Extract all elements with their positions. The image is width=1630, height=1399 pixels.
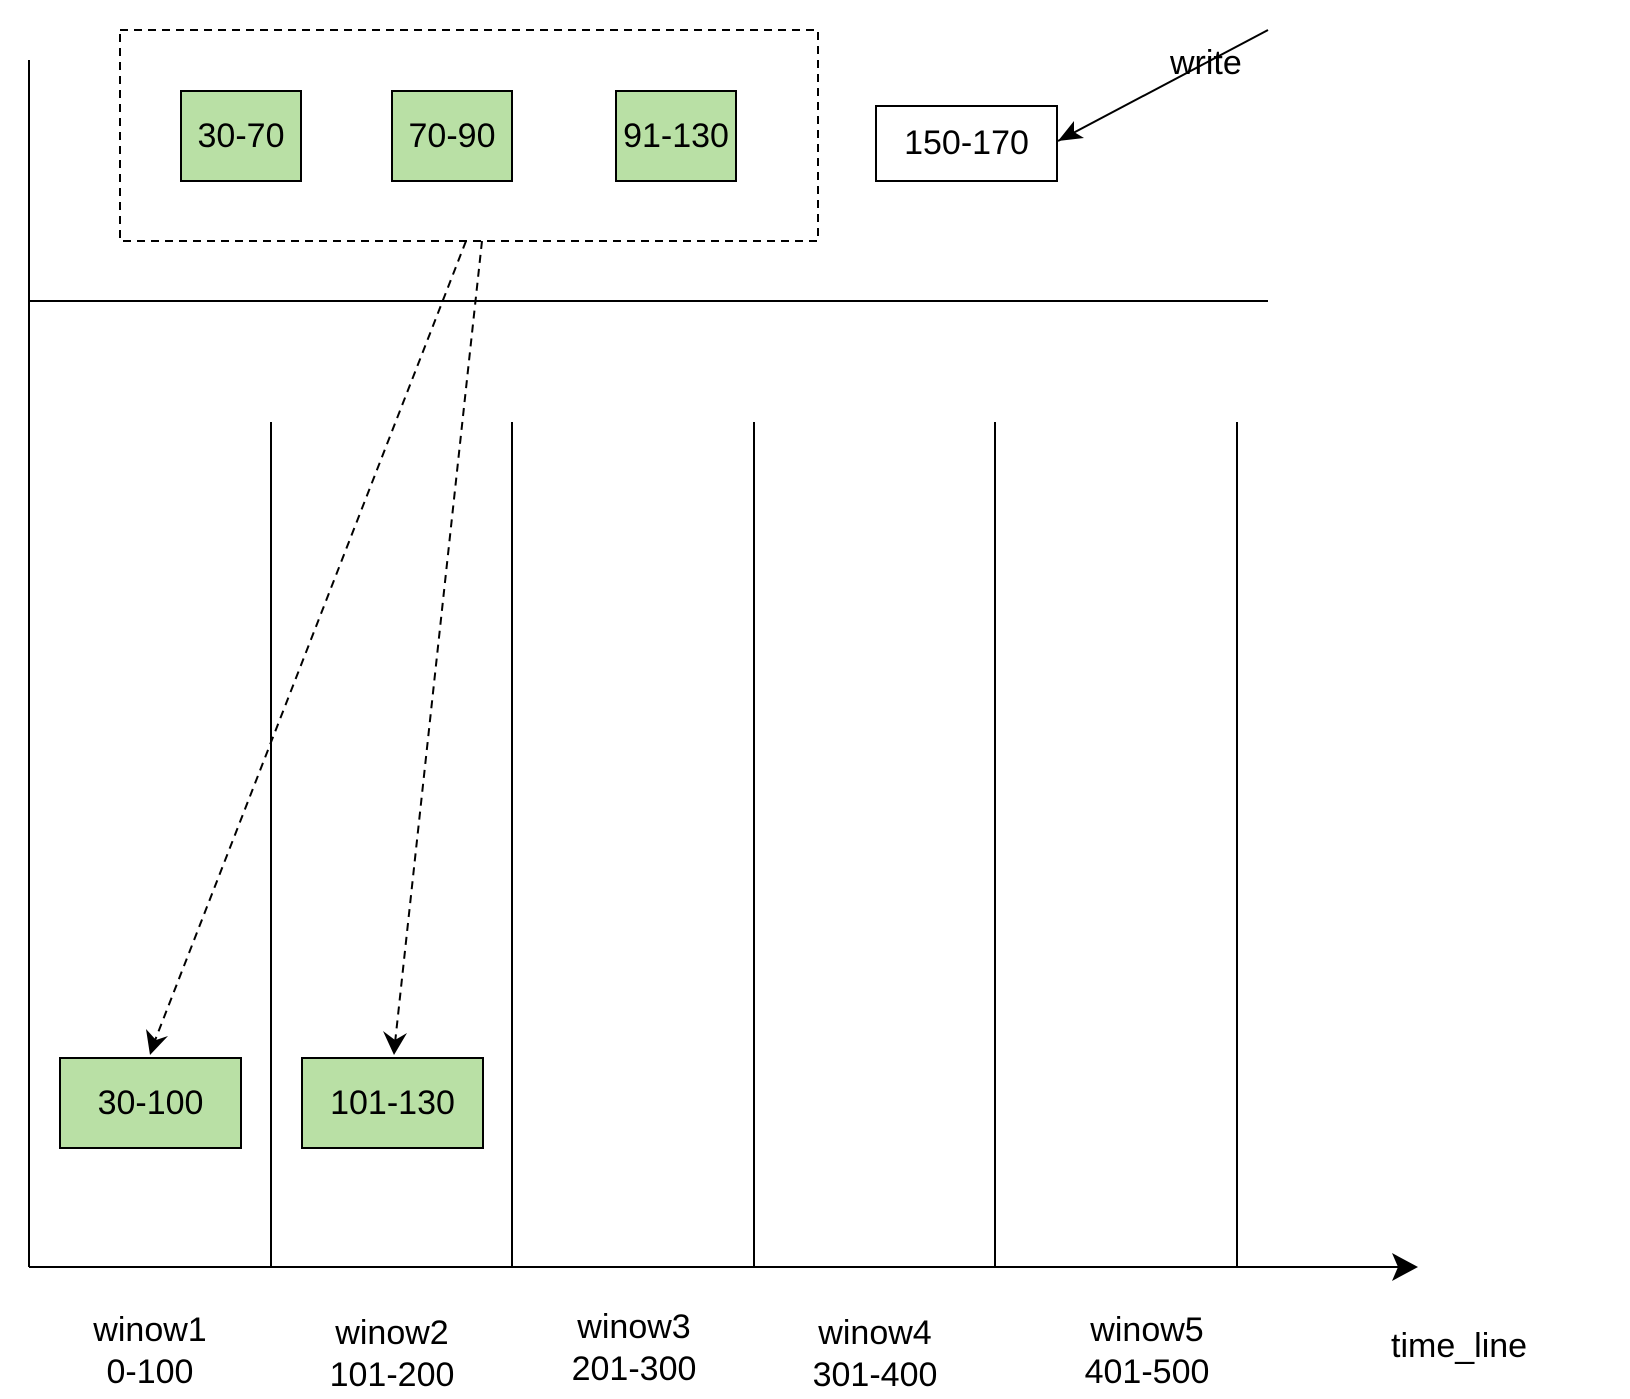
time-axis-label: time_line	[1391, 1327, 1528, 1365]
window-label: winow4 301-400	[813, 1312, 938, 1396]
buffer-group-border	[119, 29, 819, 242]
window-label: winow3 201-300	[572, 1306, 697, 1390]
incoming-segment-box: 150-170	[875, 105, 1058, 182]
window-range: 301-400	[812, 1356, 938, 1394]
time-axis-arrowhead	[1392, 1253, 1418, 1281]
window-name: winow2	[335, 1314, 449, 1352]
flush-arrowhead-window2	[383, 1031, 407, 1055]
flushed-segment-box: 101-130	[301, 1057, 484, 1149]
write-arrow	[1057, 29, 1269, 142]
flush-arrow-window1	[153, 240, 467, 1044]
window-name: winow1	[93, 1311, 207, 1349]
buffer-segment-box: 30-70	[180, 90, 302, 182]
window-label: winow1 0-100	[93, 1309, 206, 1393]
buffer-segment-box: 91-130	[615, 90, 737, 182]
window-label: winow5 401-500	[1085, 1309, 1210, 1393]
write-label: write	[1170, 44, 1242, 82]
window-label: winow2 101-200	[330, 1312, 455, 1396]
window-name: winow5	[1090, 1311, 1204, 1349]
flush-arrowhead-window1	[146, 1029, 168, 1055]
window-range: 401-500	[1084, 1353, 1210, 1391]
flush-arrow-window2	[394, 240, 483, 1044]
window-name: winow4	[818, 1314, 932, 1352]
window-range: 101-200	[329, 1356, 455, 1394]
window-range: 201-300	[571, 1350, 697, 1388]
window-name: winow3	[577, 1308, 691, 1346]
buffer-segment-box: 70-90	[391, 90, 513, 182]
window-range: 0-100	[106, 1353, 194, 1391]
flushed-segment-box: 30-100	[59, 1057, 242, 1149]
write-arrowhead	[1058, 121, 1084, 141]
